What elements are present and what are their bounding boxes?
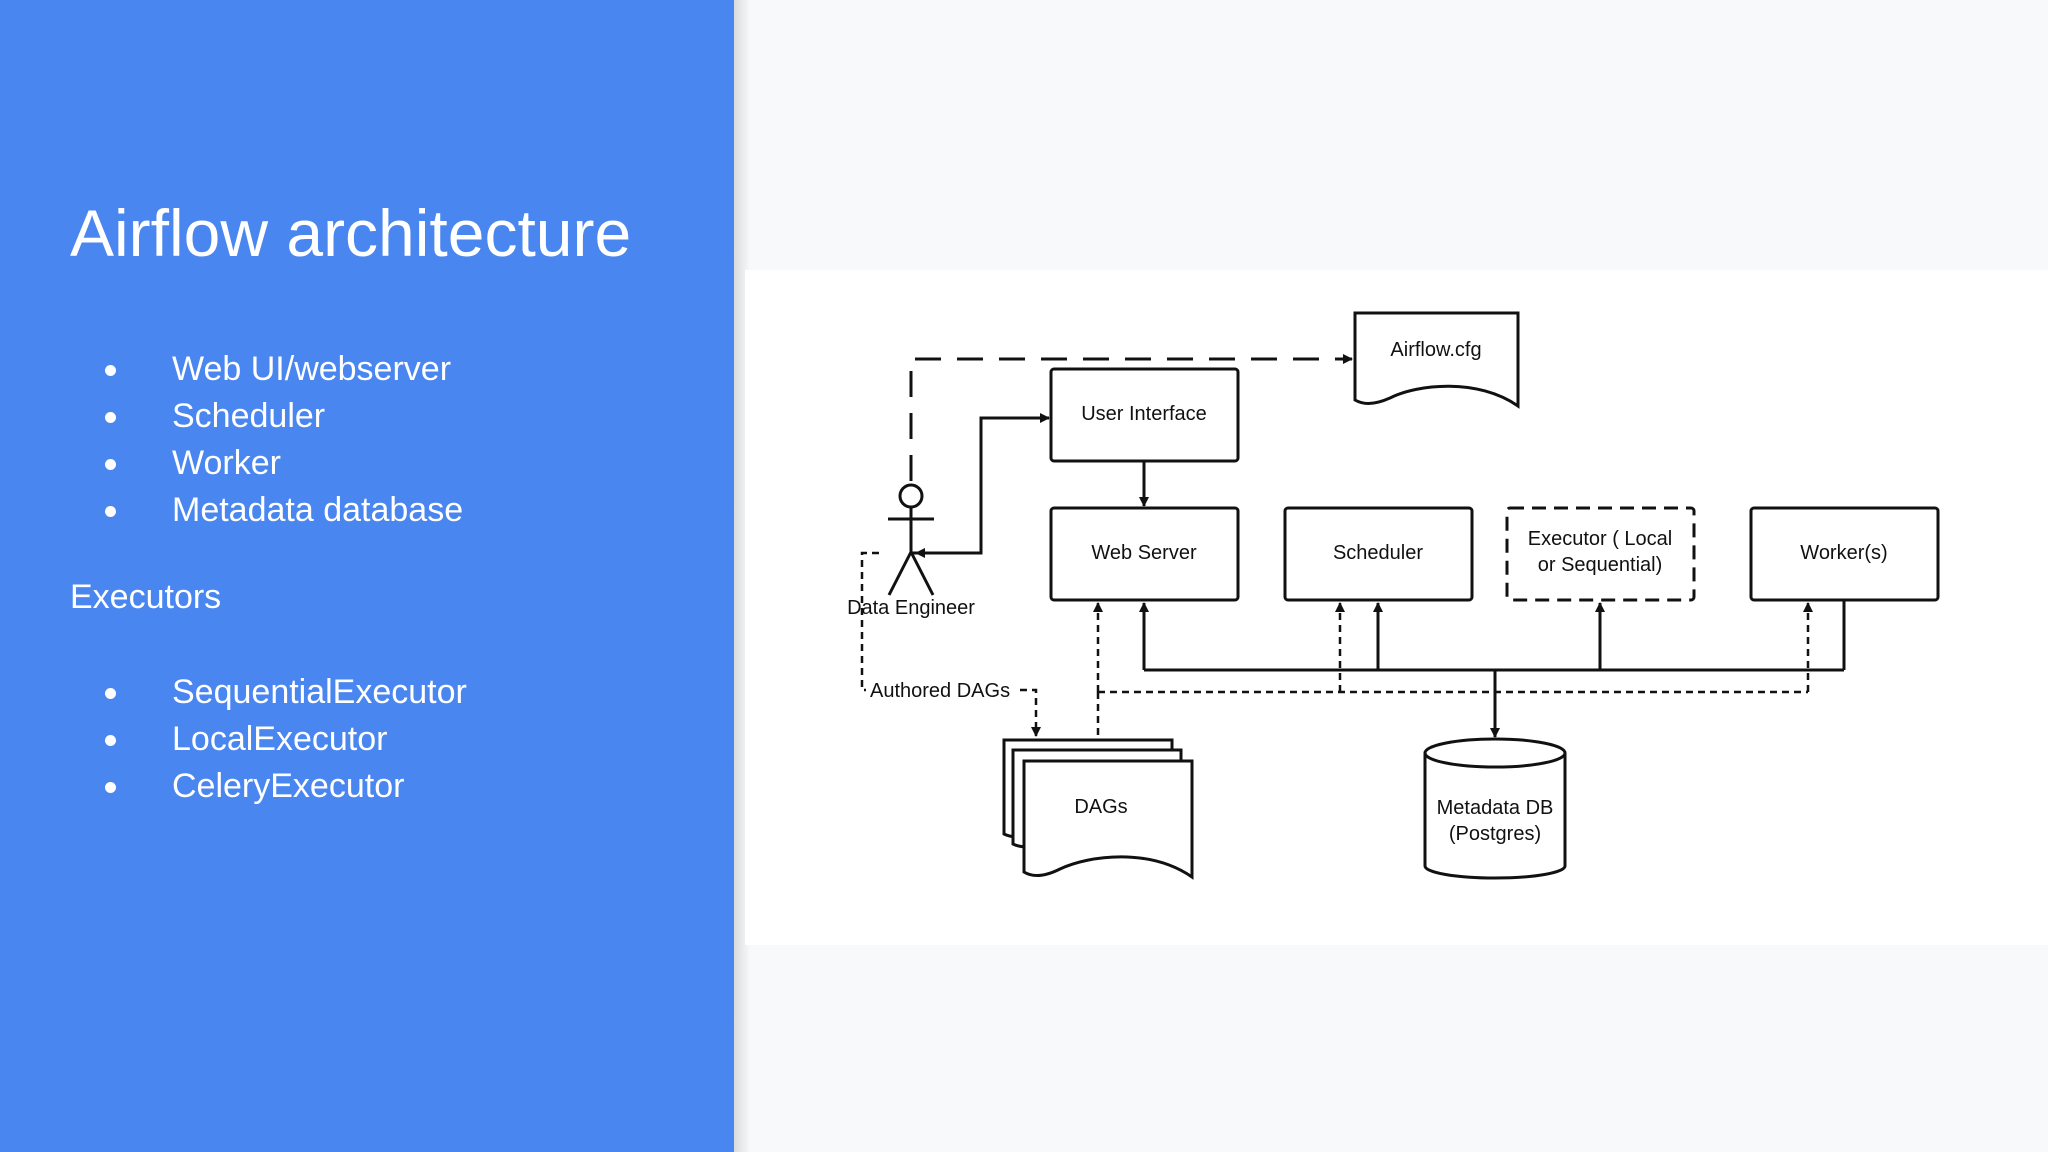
list-item: Worker [70,440,463,487]
bullet-icon [105,735,116,746]
authored-dags-label: Authored DAGs [870,680,1010,702]
metadata-db-node [1423,737,1567,880]
executors-heading: Executors [70,578,222,616]
component-list: Web UI/webserver Scheduler Worker Metada… [70,346,463,534]
list-item: SequentialExecutor [70,669,467,716]
web-server-label: Web Server [1091,542,1197,564]
airflow-cfg-label: Airflow.cfg [1390,339,1481,361]
executor-label-line1: Executor ( Local [1528,528,1673,550]
solid-connectors [911,413,1846,738]
list-item: Web UI/webserver [70,346,463,393]
slide-title: Airflow architecture [70,196,632,270]
web-server-node [1049,506,1240,602]
scheduler-node [1283,506,1474,602]
scheduler-label: Scheduler [1333,542,1423,564]
bullet-icon [105,412,116,423]
data-engineer-label: Data Engineer [847,597,975,619]
list-item: Metadata database [70,487,463,534]
list-item: Scheduler [70,393,463,440]
workers-label: Worker(s) [1800,542,1887,564]
dags-node [1002,738,1194,880]
dashed-connectors [860,551,1813,740]
user-interface-label: User Interface [1081,403,1207,425]
list-item: LocalExecutor [70,716,467,763]
title-panel: Airflow architecture Web UI/webserver Sc… [0,0,734,1152]
bullet-icon [105,782,116,793]
executor-list: SequentialExecutor LocalExecutor CeleryE… [70,669,467,810]
bullet-icon [105,506,116,517]
dags-label: DAGs [1074,796,1127,818]
bullet-icon [105,459,116,470]
authored-dags-label-bg [866,676,1018,702]
executor-node [1505,506,1696,602]
executor-label-line2: or Sequential) [1538,554,1663,576]
list-item: CeleryExecutor [70,763,467,810]
metadata-db-label-line1: Metadata DB [1437,797,1554,819]
metadata-db-label-line2: (Postgres) [1449,823,1541,845]
airflow-cfg-node [1353,311,1520,409]
bullet-icon [105,688,116,699]
bullet-icon [105,365,116,376]
data-engineer-icon [887,483,935,596]
